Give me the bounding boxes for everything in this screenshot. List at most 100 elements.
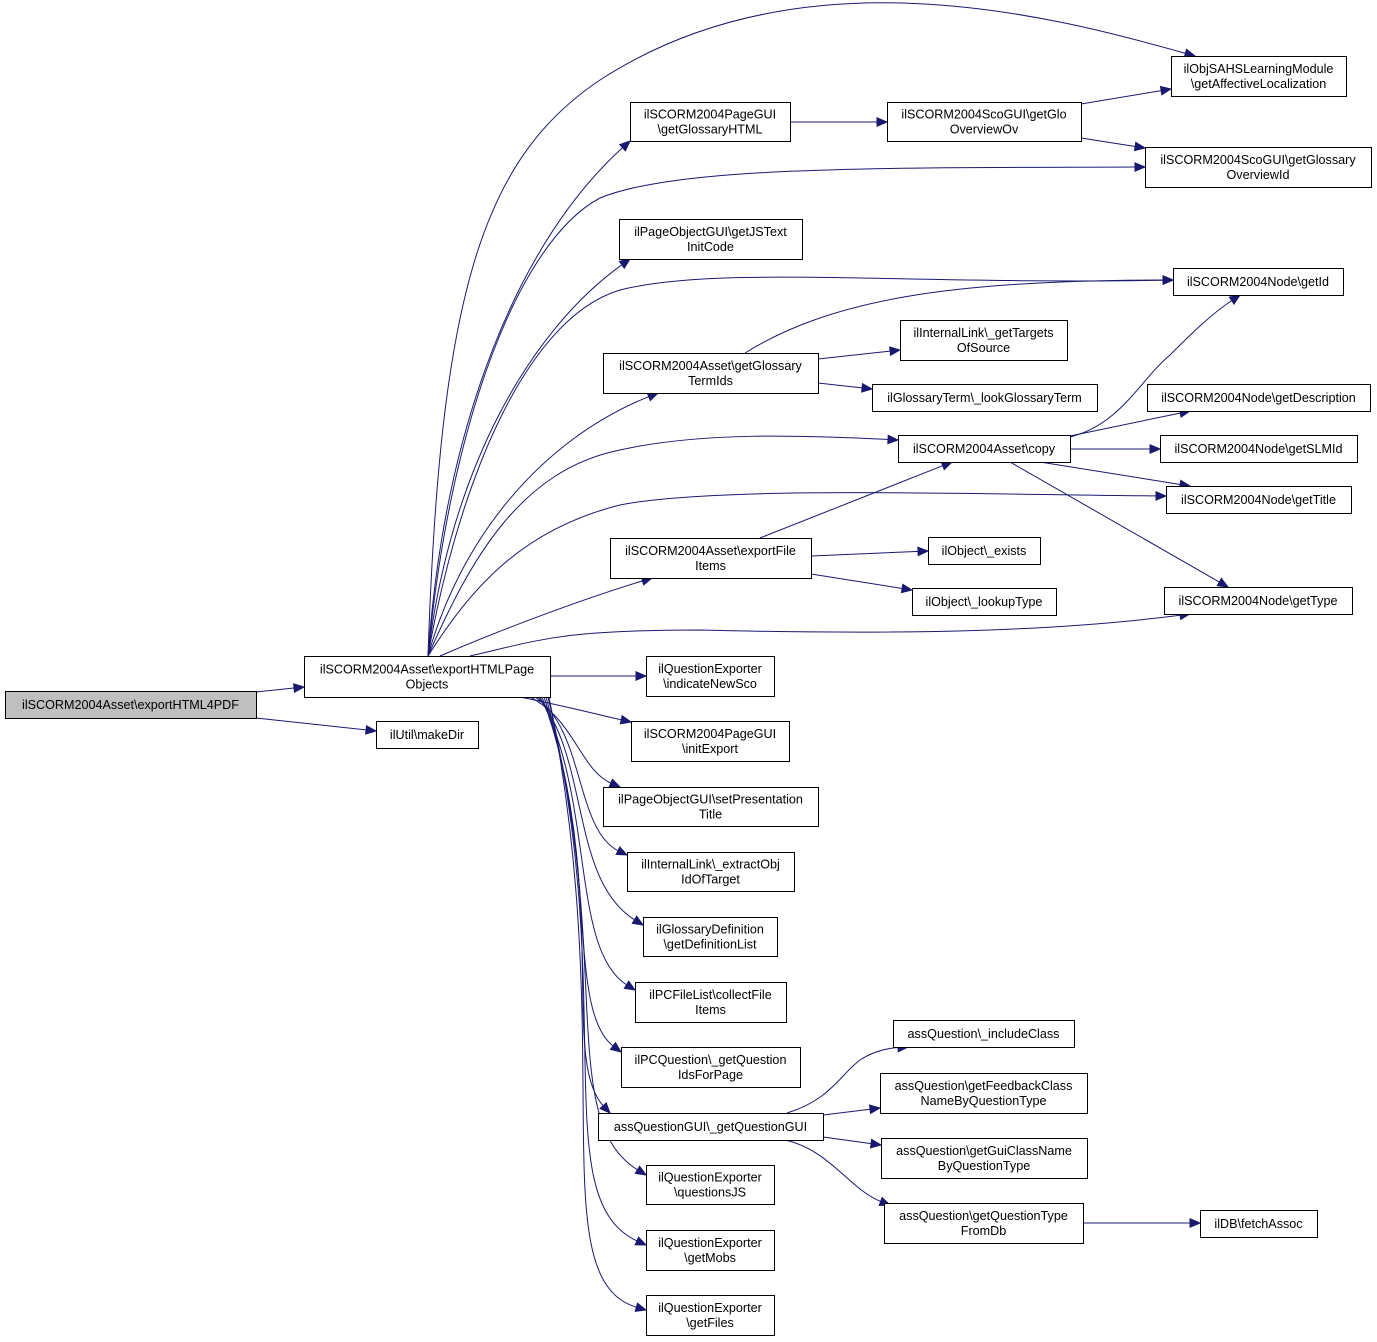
edge-ehpo-to-asset_copy [427,434,900,657]
node-node_id[interactable]: ilSCORM2004Node\getId [1173,268,1344,296]
node-label: ilGlossaryDefinition [656,923,764,937]
node-gdef[interactable]: ilGlossaryDefinition\getDefinitionList [643,917,778,957]
node-box [643,917,778,957]
edge-aqgui-to-aq_guiclass [822,1136,883,1149]
node-label: NameByQuestionType [921,1094,1047,1108]
node-box [631,721,790,762]
node-mkdir[interactable]: ilUtil\makeDir [376,721,479,749]
node-label: \initExport [682,742,738,756]
node-box [610,538,812,579]
node-box [872,384,1098,412]
node-box [621,1047,801,1088]
edge-ehpo-to-qe_files [548,696,648,1312]
node-label: ilSCORM2004Asset\exportFile [625,544,796,558]
node-db_fetch[interactable]: ilDB\fetchAssoc [1200,1210,1318,1238]
node-aqgui[interactable]: assQuestionGUI\_getQuestionGUI [598,1113,824,1141]
node-box [1160,435,1358,463]
edge-layer [255,2,1242,1312]
node-label: ilObjSAHSLearningModule [1184,62,1334,76]
node-box [1164,587,1353,615]
node-label: assQuestionGUI\_getQuestionGUI [614,1120,807,1134]
node-label: ilQuestionExporter [658,1171,762,1185]
edge-asset_copy-to-node_slm [1070,444,1162,454]
edge-ehpo-to-pgui_gloss [427,140,631,657]
node-box [1173,268,1344,296]
node-label: IdOfTarget [681,873,740,887]
node-pgui_gloss[interactable]: ilSCORM2004PageGUI\getGlossaryHTML [630,102,791,142]
node-label: ilUtil\makeDir [390,728,464,742]
edge-asset_efi-to-obj_lookup [810,573,914,594]
node-qe_mobs[interactable]: ilQuestionExporter\getMobs [646,1230,775,1271]
node-qe_newsco[interactable]: ilQuestionExporter\indicateNewSco [646,656,775,697]
node-label: TermIds [688,374,733,388]
node-label: Items [695,559,726,573]
node-label: ilPageObjectGUI\setPresentation [618,793,803,807]
node-label: ilSCORM2004PageGUI [644,108,776,122]
node-box [900,320,1068,361]
node-box [893,1020,1075,1048]
node-label: ilPageObjectGUI\getJSText [634,225,787,239]
node-obj_exists[interactable]: ilObject\_exists [928,537,1041,565]
node-label: ilSCORM2004ScoGUI\getGlossary [1160,153,1356,167]
node-label: \questionsJS [674,1186,746,1200]
node-label: ilSCORM2004Node\getSLMId [1175,442,1343,456]
edge-root-to-ehpo [255,683,306,694]
node-label: assQuestion\_includeClass [908,1027,1060,1041]
node-label: ilDB\fetchAssoc [1214,1217,1302,1231]
edge-asset_gterm-to-node_id [744,275,1175,354]
node-qe_js[interactable]: ilQuestionExporter\questionsJS [646,1165,775,1205]
node-obj_lookup[interactable]: ilObject\_lookupType [912,588,1057,616]
edge-aq_type-to-db_fetch [1083,1218,1202,1228]
node-box [1171,56,1347,97]
edge-ehpo-to-pcfile [539,696,637,991]
node-box [646,1295,775,1336]
node-box [1145,147,1372,188]
node-box [887,102,1082,142]
node-box [627,852,795,892]
edge-ehpo-to-node_title [427,490,1168,657]
node-sahs[interactable]: ilObjSAHSLearningModule\getAffectiveLoca… [1171,56,1347,97]
edge-ehpo-to-qe_mobs [547,696,648,1246]
edge-ehpo-to-pog_js [427,258,632,657]
node-qe_files[interactable]: ilQuestionExporter\getFiles [646,1295,775,1336]
node-label: assQuestion\getQuestionType [899,1209,1068,1223]
node-box [881,1138,1088,1179]
node-asset_copy[interactable]: ilSCORM2004Asset\copy [898,435,1071,463]
node-root[interactable]: ilSCORM2004Asset\exportHTML4PDF [5,691,257,719]
node-gterm_look[interactable]: ilGlossaryTerm\_lookGlossaryTerm [872,384,1098,412]
node-label: Items [695,1003,726,1017]
node-node_title[interactable]: ilSCORM2004Node\getTitle [1166,486,1352,514]
node-label: ilSCORM2004Asset\exportHTMLPage [320,663,534,677]
edge-sco_glo-to-sco_gid [1080,137,1147,152]
node-aq_guiclass[interactable]: assQuestion\getGuiClassNameByQuestionTyp… [881,1138,1088,1179]
node-label: Title [699,808,722,822]
node-label: ilInternalLink\_extractObj [641,858,780,872]
node-node_type[interactable]: ilSCORM2004Node\getType [1164,587,1353,615]
node-box [304,656,551,698]
node-label: OverviewId [1227,168,1290,182]
node-node_desc[interactable]: ilSCORM2004Node\getDescription [1147,384,1371,412]
node-aq_include[interactable]: assQuestion\_includeClass [893,1020,1075,1048]
node-box [880,1073,1088,1114]
node-label: \getGlossaryHTML [658,123,763,137]
node-label: ilQuestionExporter [658,1236,762,1250]
node-box [884,1203,1084,1244]
node-label: FromDb [961,1224,1006,1238]
node-node_slm[interactable]: ilSCORM2004Node\getSLMId [1160,435,1358,463]
edge-ehpo-to-asset_efi [439,576,654,657]
edge-asset_copy-to-node_title [1039,461,1192,490]
node-pgui_init[interactable]: ilSCORM2004PageGUI\initExport [631,721,790,762]
node-aq_feedback[interactable]: assQuestion\getFeedbackClassNameByQuesti… [880,1073,1088,1114]
